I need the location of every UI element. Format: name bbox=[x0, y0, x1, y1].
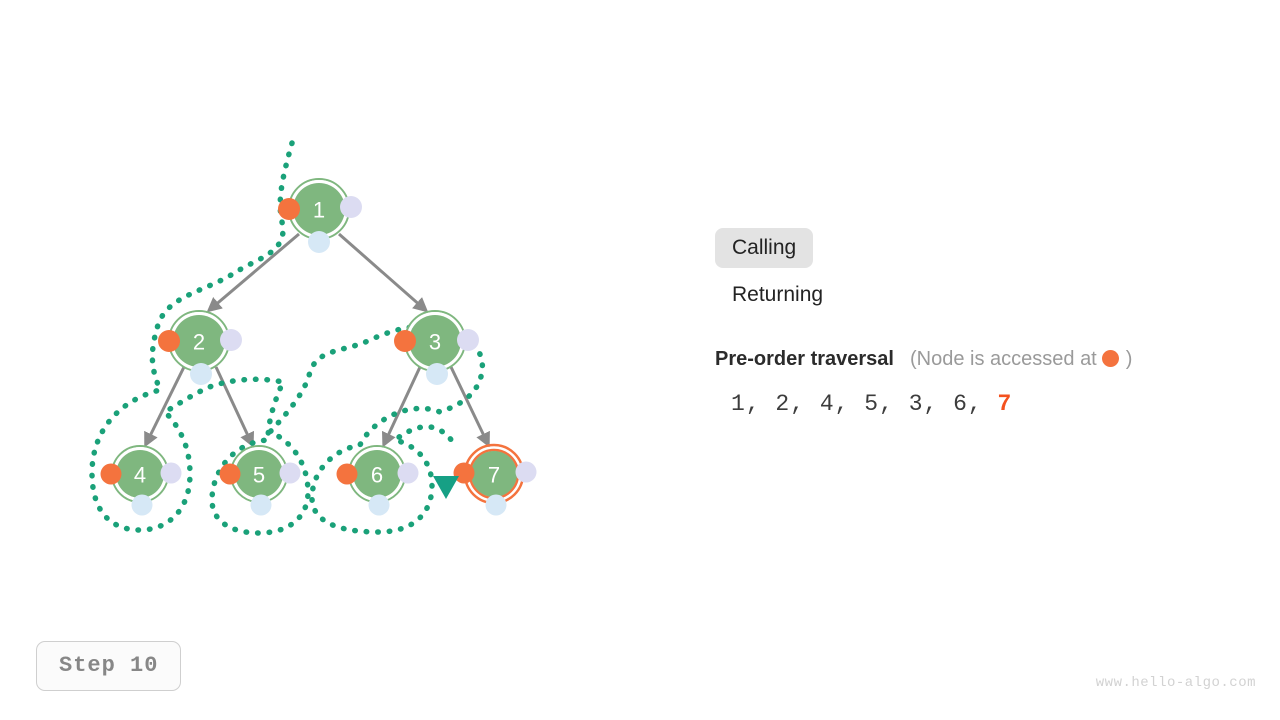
traversal-item-5: 5 bbox=[864, 391, 880, 417]
traversal-item-7: 7 bbox=[997, 391, 1013, 417]
traversal-item-2: 2 bbox=[775, 391, 791, 417]
node-3-access-dot bbox=[394, 330, 416, 352]
node-1-right-port bbox=[340, 196, 362, 218]
legend-calling[interactable]: Calling bbox=[715, 228, 814, 268]
traversal-title: Pre-order traversal bbox=[715, 348, 894, 370]
traversal-separator: , bbox=[834, 391, 865, 417]
node-2-access-dot bbox=[158, 330, 180, 352]
traversal-item-4: 4 bbox=[819, 391, 835, 417]
traversal-separator: , bbox=[967, 391, 998, 417]
node-4-access-dot bbox=[100, 463, 122, 485]
tree-node-5[interactable]: 5 bbox=[219, 445, 301, 516]
traversal-separator: , bbox=[745, 391, 776, 417]
node-2-right-port bbox=[220, 329, 242, 351]
node-4-right-port bbox=[160, 462, 182, 484]
edge-3-6 bbox=[381, 366, 422, 448]
node-6-right-port bbox=[397, 462, 419, 484]
node-5-access-dot bbox=[219, 463, 241, 485]
tree-edges bbox=[144, 232, 490, 448]
edge-1-2 bbox=[206, 232, 300, 313]
tree-node-4[interactable]: 4 bbox=[100, 445, 182, 516]
binary-tree-panel: 1 2 bbox=[0, 0, 660, 600]
node-4-bottom-port bbox=[131, 494, 153, 516]
traversal-item-1: 1 bbox=[731, 391, 746, 417]
node-7-access-dot bbox=[453, 462, 475, 484]
node-6-access-dot bbox=[336, 463, 358, 485]
node-4-label: 4 bbox=[134, 463, 146, 488]
node-6-bottom-port bbox=[368, 494, 390, 516]
tree-node-7[interactable]: 7 bbox=[453, 443, 537, 516]
info-panel: Calling Returning Pre-order traversal (N… bbox=[715, 228, 1255, 417]
node-2-label: 2 bbox=[193, 330, 205, 355]
node-5-bottom-port bbox=[250, 494, 272, 516]
traversal-note-prefix: (Node is accessed at bbox=[909, 348, 1097, 370]
legend-returning-wrap: Returning bbox=[715, 275, 1255, 315]
traversal-sequence: 1, 2, 4, 5, 3, 6, 7 bbox=[731, 391, 1255, 417]
watermark: www.hello-algo.com bbox=[1095, 675, 1256, 691]
tree-node-1[interactable]: 1 bbox=[278, 178, 362, 253]
state-legend: Calling bbox=[715, 228, 1255, 268]
current-position-cursor-icon bbox=[433, 476, 459, 499]
edge-3-7 bbox=[449, 366, 490, 448]
node-6-label: 6 bbox=[371, 463, 383, 488]
traversal-block: Pre-order traversal (Node is accessed at… bbox=[715, 348, 1255, 417]
tree-node-3[interactable]: 3 bbox=[394, 310, 479, 385]
node-3-right-port bbox=[457, 329, 479, 351]
step-badge: Step 10 bbox=[36, 641, 182, 691]
traversal-separator: , bbox=[923, 391, 954, 417]
node-7-bottom-port bbox=[485, 494, 507, 516]
edge-2-4 bbox=[144, 366, 186, 448]
node-3-bottom-port bbox=[426, 363, 448, 385]
node-1-label: 1 bbox=[313, 198, 325, 223]
traversal-item-3: 3 bbox=[908, 391, 924, 417]
node-4-body bbox=[116, 450, 164, 498]
node-7-body bbox=[471, 451, 517, 497]
tree-nodes: 1 2 bbox=[100, 178, 537, 516]
node-5-body bbox=[235, 450, 283, 498]
traversal-separator: , bbox=[790, 391, 820, 417]
dfs-path-group bbox=[89, 140, 486, 536]
node-1-access-dot bbox=[278, 198, 300, 220]
node-3-body bbox=[409, 315, 461, 367]
node-1-body bbox=[293, 183, 345, 235]
node-5-right-port bbox=[279, 462, 301, 484]
traversal-separator: , bbox=[879, 391, 909, 417]
node-1-bottom-port bbox=[308, 231, 330, 253]
traversal-item-6: 6 bbox=[953, 391, 968, 417]
access-dot-legend-icon bbox=[1101, 350, 1119, 367]
dfs-traversal-path bbox=[89, 140, 486, 536]
edge-2-5 bbox=[214, 366, 255, 448]
node-3-label: 3 bbox=[429, 330, 441, 355]
tree-node-6[interactable]: 6 bbox=[336, 445, 419, 516]
tree-svg: 1 2 bbox=[89, 140, 537, 536]
traversal-note-suffix: ) bbox=[1125, 348, 1133, 370]
traversal-note: (Node is accessed at) bbox=[910, 348, 1132, 371]
node-6-body bbox=[353, 450, 401, 498]
tree-node-2[interactable]: 2 bbox=[158, 310, 242, 385]
node-5-label: 5 bbox=[253, 463, 265, 488]
node-7-label: 7 bbox=[488, 463, 500, 488]
node-7-right-port bbox=[515, 461, 537, 483]
legend-returning[interactable]: Returning bbox=[732, 283, 824, 306]
edge-1-3 bbox=[338, 232, 429, 313]
traversal-heading-row: Pre-order traversal (Node is accessed at… bbox=[715, 348, 1255, 371]
node-2-bottom-port bbox=[190, 363, 212, 385]
node-2-body bbox=[173, 315, 225, 367]
